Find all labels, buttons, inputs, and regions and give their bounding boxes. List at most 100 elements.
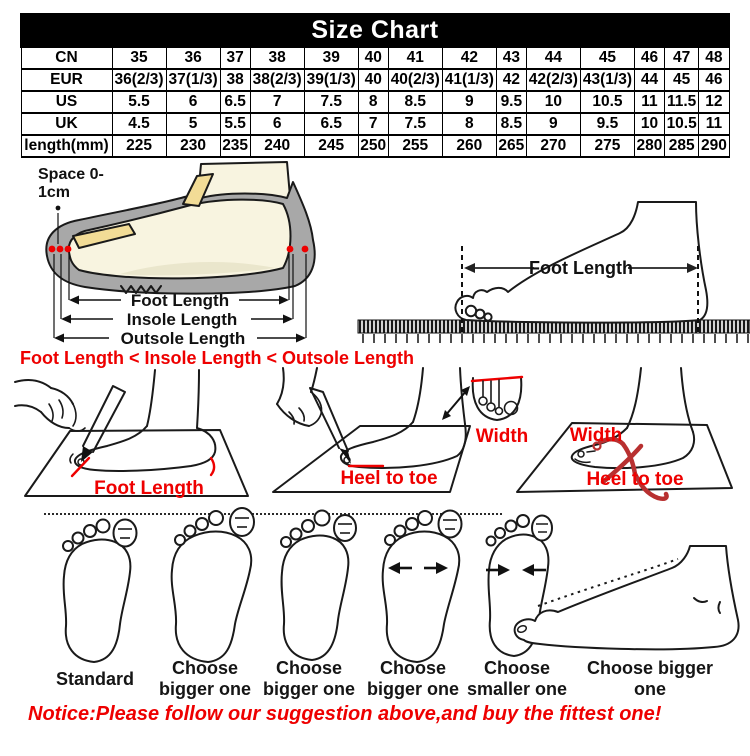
size-table-cell: 11 xyxy=(698,112,730,136)
hand-with-pen xyxy=(276,367,351,464)
toe-insole xyxy=(72,223,136,249)
foot-type-label-arrows-out: Choose bigger one xyxy=(366,658,459,699)
outsole-length-dim-label: Outsole Length xyxy=(121,329,246,348)
ankle-creases xyxy=(693,597,721,614)
step3-width-label: Width xyxy=(570,425,623,446)
foot-ruler-diagram: Foot Length xyxy=(357,201,750,345)
sole-tread xyxy=(120,285,162,294)
size-table-cell: 12 xyxy=(698,90,730,114)
paper xyxy=(516,422,733,493)
foot-type-label-standard: Standard xyxy=(55,668,134,689)
size-table-cell: 42 xyxy=(495,68,527,92)
size-table-row-label: CN xyxy=(20,46,113,70)
foot-type-label-second-toe: Choose bigger one xyxy=(262,658,355,699)
size-table-cell: 290 xyxy=(698,134,730,158)
size-table-cell: 5 xyxy=(165,112,221,136)
size-table-cell: 38 xyxy=(219,68,251,92)
size-table-cell: 6.5 xyxy=(303,112,359,136)
size-table-cell: 43 xyxy=(495,46,527,70)
ruler-subticks xyxy=(358,333,750,345)
size-table-cell: 42(2/3) xyxy=(525,68,581,92)
foot-length-dimension xyxy=(69,295,289,305)
insole-length-dim-label: Insole Length xyxy=(127,310,238,329)
size-table-cell: 5.5 xyxy=(111,90,167,114)
size-table-cell: 6.5 xyxy=(219,90,251,114)
size-table-cell: 240 xyxy=(249,134,305,158)
size-table-cell: 6 xyxy=(165,90,221,114)
space-label: Space 0-1cm xyxy=(38,166,104,201)
size-table-cell: 10.5 xyxy=(663,112,700,136)
space-pointer-dot xyxy=(55,205,61,211)
size-table-cell: 8 xyxy=(357,90,389,114)
toe-heel-dots xyxy=(48,245,309,253)
size-table-cell: 45 xyxy=(579,46,635,70)
size-table-cell: 8.5 xyxy=(495,112,527,136)
instep-dotted-line xyxy=(537,558,679,607)
size-table-cell: 10 xyxy=(525,90,581,114)
tongue-pad xyxy=(182,173,214,207)
toenail xyxy=(516,624,528,634)
tape-width-illustration: Width Heel to toe xyxy=(516,367,733,502)
step2-label: Heel to toe xyxy=(340,468,437,489)
step2-width-label: Width xyxy=(476,426,529,447)
page-title: Size Chart xyxy=(20,13,730,48)
step3-label: Heel to toe xyxy=(586,469,683,490)
size-table-row-label: length(mm) xyxy=(20,134,113,158)
size-table-cell: 35 xyxy=(111,46,167,70)
size-table-cell: 245 xyxy=(303,134,359,158)
size-table-cell: 225 xyxy=(111,134,167,158)
size-table-row-label: EUR xyxy=(20,68,113,92)
size-table-cell: 6 xyxy=(249,112,305,136)
size-table-cell: 260 xyxy=(441,134,497,158)
foot-type-label-wide: Choose bigger one xyxy=(158,658,251,699)
footprint-standard xyxy=(62,518,138,663)
size-table-cell: 250 xyxy=(357,134,389,158)
width-inset xyxy=(470,375,524,421)
footprint-wide-arrows-out xyxy=(381,509,463,663)
size-table-cell: 7.5 xyxy=(387,112,443,136)
foot-side-high-instep xyxy=(513,545,740,651)
size-table-cell: 38 xyxy=(249,46,305,70)
size-table-cell: 255 xyxy=(387,134,443,158)
tape-end-loop xyxy=(592,441,602,451)
size-table-cell: 9 xyxy=(525,112,581,136)
size-table-cell: 7 xyxy=(357,112,389,136)
size-table-cell: 44 xyxy=(525,46,581,70)
size-table-cell: 5.5 xyxy=(219,112,251,136)
size-table-cell: 8 xyxy=(441,112,497,136)
measuring-tape xyxy=(597,437,669,502)
size-table-cell: 39 xyxy=(303,46,359,70)
size-table-cell: 275 xyxy=(579,134,635,158)
size-table-cell: 39(1/3) xyxy=(303,68,359,92)
size-table-cell: 40 xyxy=(357,68,389,92)
size-table-cell: 285 xyxy=(663,134,700,158)
size-table-cell: 45 xyxy=(663,68,700,92)
ruler-foot-length-label: Foot Length xyxy=(529,258,633,278)
foot-inside-shoe xyxy=(67,198,292,280)
fit-rule-text: Foot Length < Insole Length < Outsole Le… xyxy=(20,348,414,368)
size-table-cell: 46 xyxy=(698,68,730,92)
size-table-cell: 230 xyxy=(165,134,221,158)
size-table-cell: 43(1/3) xyxy=(579,68,635,92)
size-table-cell: 280 xyxy=(633,134,665,158)
toe-reference-dotted-line xyxy=(44,513,502,515)
paper xyxy=(24,429,249,497)
size-table-cell: 47 xyxy=(663,46,700,70)
size-table-cell: 235 xyxy=(219,134,251,158)
shoe-fit-diagram: Foot Length Insole Length Outsole Length xyxy=(45,161,316,348)
footprint-long-second-toe xyxy=(280,509,357,661)
hand-with-pen xyxy=(14,379,126,462)
width-pointer-arrow xyxy=(442,386,470,420)
size-table-cell: 41 xyxy=(387,46,443,70)
size-table-cell: 37(1/3) xyxy=(165,68,221,92)
dimension-extension-lines xyxy=(53,254,307,338)
size-table-cell: 42 xyxy=(441,46,497,70)
step1-label: Foot Length xyxy=(94,478,204,499)
